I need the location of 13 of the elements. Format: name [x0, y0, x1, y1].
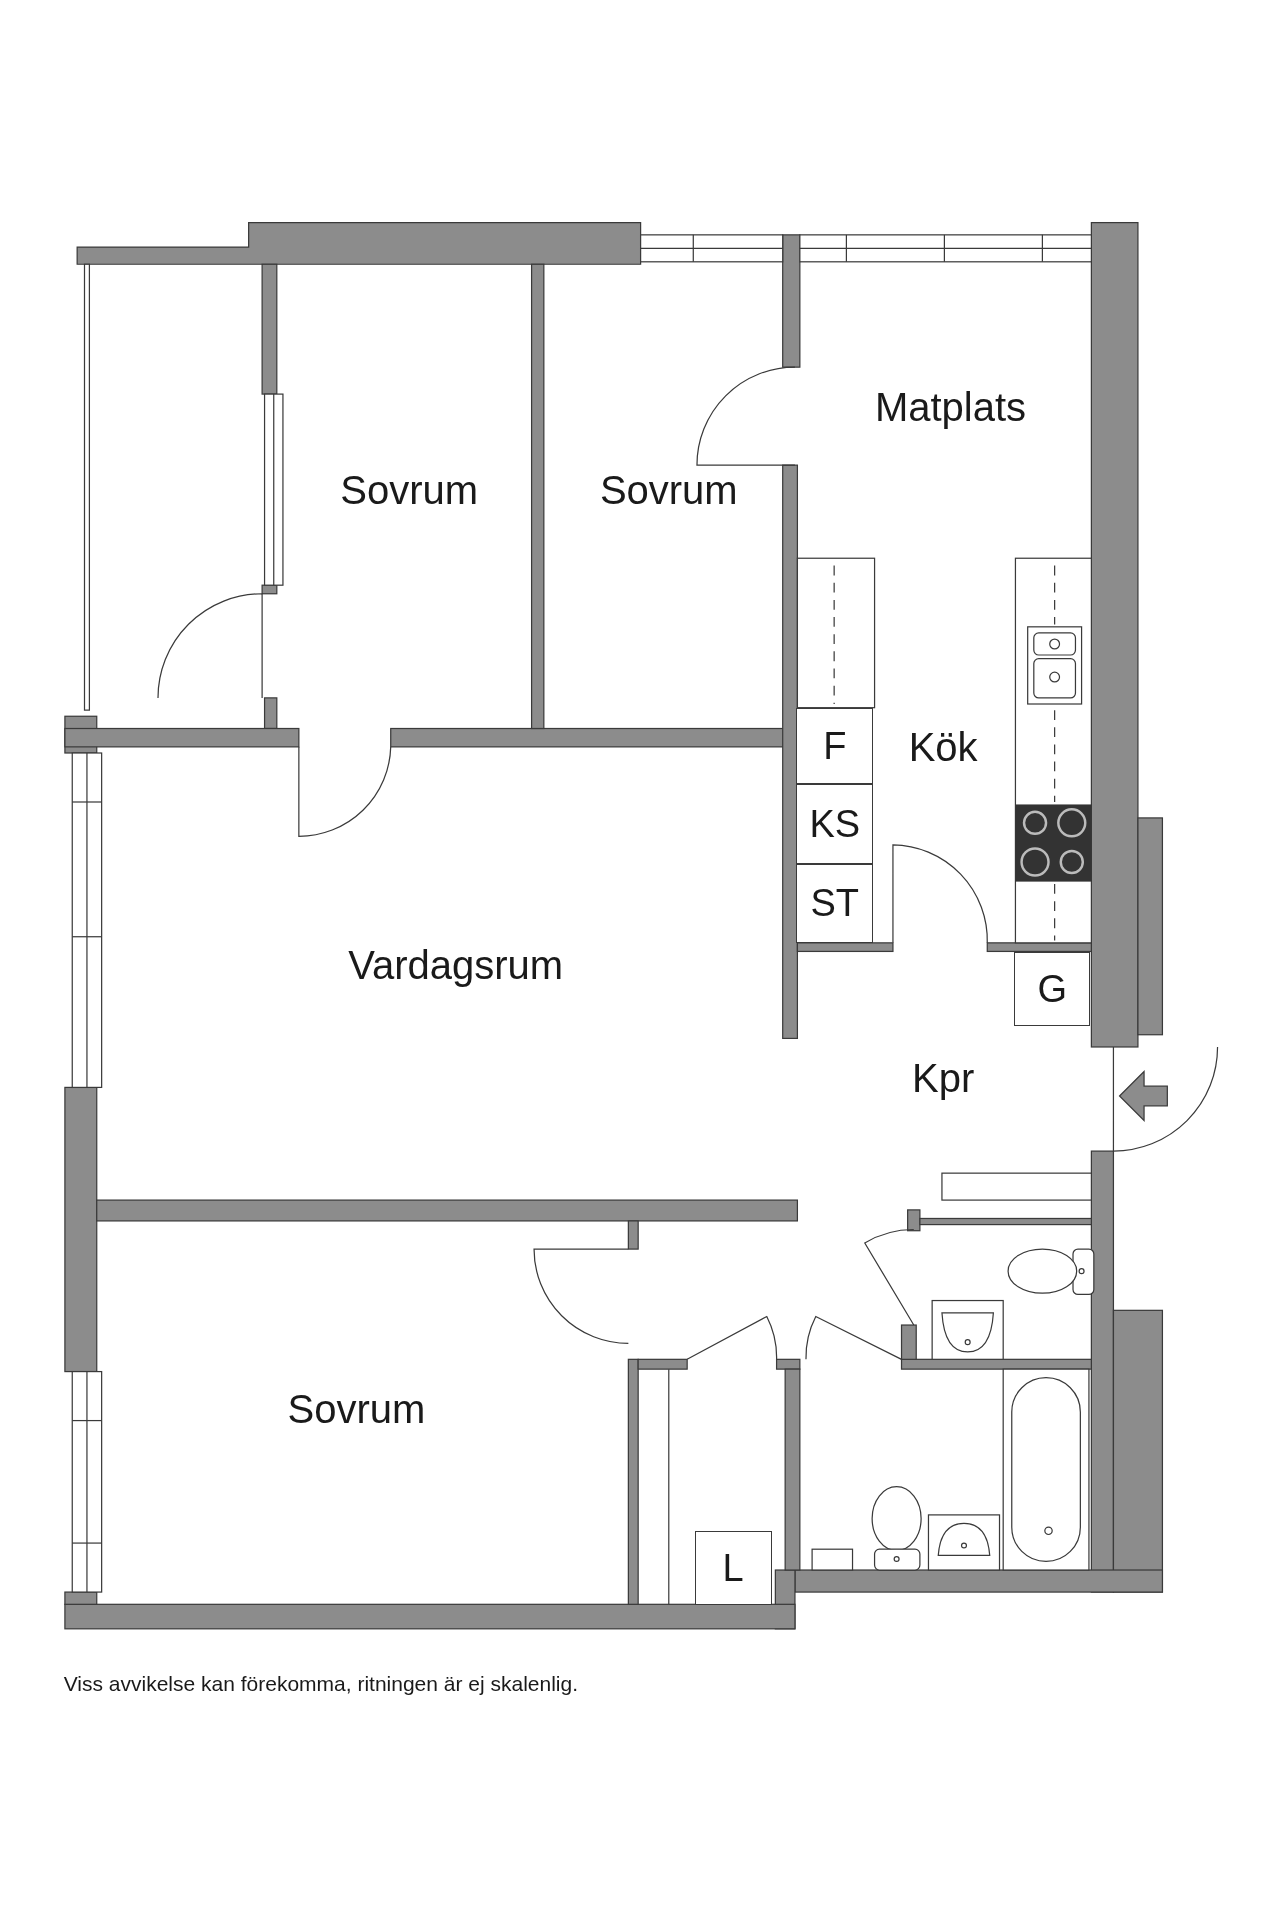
appliance-box: L [694, 1531, 772, 1605]
appliance-box: G [1014, 951, 1091, 1027]
disclaimer-note: Viss avvikelse kan förekomma, ritningen är ej skalenlig. [63, 1671, 579, 1698]
room-label: Sovrum [599, 469, 738, 510]
room-label: Sovrum [287, 1388, 426, 1429]
appliance-box: ST [796, 863, 874, 944]
room-label: Vardagsrum [348, 945, 564, 986]
room-label: Matplats [874, 386, 1027, 427]
room-label: Kök [908, 727, 978, 768]
appliance-box: F [796, 707, 874, 784]
appliance-box: KS [796, 783, 874, 864]
room-label: Kpr [912, 1057, 975, 1098]
room-label: Sovrum [340, 469, 478, 510]
